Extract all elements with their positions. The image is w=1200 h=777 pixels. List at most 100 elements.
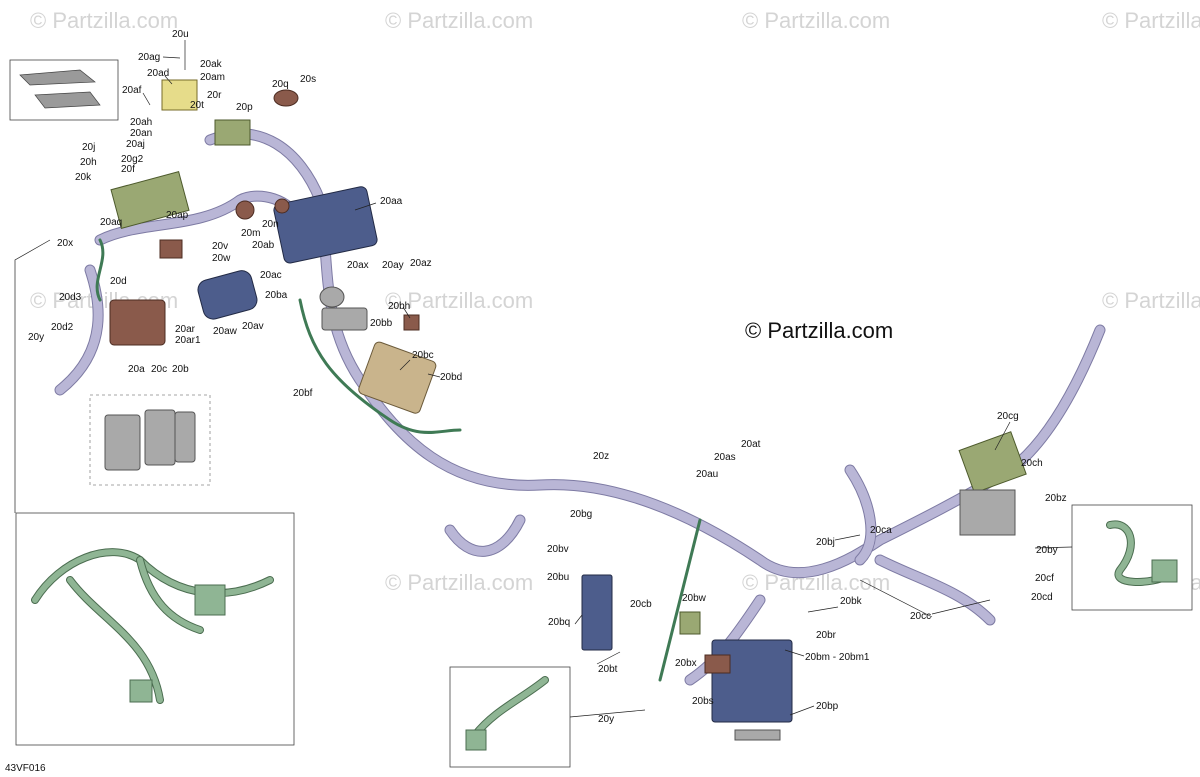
callout-20av: 20av	[242, 321, 264, 332]
callout-20bm: 20bm - 20bm1	[805, 652, 870, 663]
callout-20bu: 20bu	[547, 572, 569, 583]
callout-20ar: 20ar	[175, 324, 196, 335]
callout-20az: 20az	[410, 258, 432, 269]
callout-20bv: 20bv	[547, 544, 569, 555]
callout-20cb: 20cb	[630, 599, 652, 610]
callout-20ap: 20ap	[166, 210, 189, 221]
callout-20d2: 20d2	[51, 322, 74, 333]
callout-20bs: 20bs	[692, 696, 714, 707]
callout-20v: 20v	[212, 241, 228, 252]
watermark: © Partzilla.com	[30, 8, 178, 33]
callout-20bg: 20bg	[570, 509, 592, 520]
callout-20bw: 20bw	[682, 593, 707, 604]
callout-20b: 20b	[172, 364, 189, 375]
callout-20bd: 20bd	[440, 372, 462, 383]
callout-20au: 20au	[696, 469, 718, 480]
regulator-20cg	[958, 431, 1027, 494]
callout-20bp: 20bp	[816, 701, 839, 712]
callout-20k: 20k	[75, 172, 92, 183]
callout-20ax: 20ax	[347, 260, 369, 271]
fuse-box	[214, 119, 251, 146]
callout-20af: 20af	[122, 85, 142, 96]
insets	[9, 59, 1193, 768]
voltage-regulator	[109, 299, 166, 346]
inset-dashed	[89, 394, 211, 486]
relay-20bw	[679, 611, 701, 635]
callout-labels: 20u 20ag 20ak 20am 20ad 20af 20q 20s 20r…	[28, 29, 1067, 725]
callout-20aw: 20aw	[213, 326, 238, 337]
callout-20a: 20a	[128, 364, 145, 375]
battery	[711, 639, 793, 723]
callout-20am: 20am	[200, 72, 225, 83]
callout-20by: 20by	[1036, 545, 1058, 556]
inset-bottom-middle	[449, 666, 571, 768]
watermark: © Partzilla.com	[385, 288, 533, 313]
callout-20y: 20y	[28, 332, 44, 343]
callout-20w: 20w	[212, 253, 231, 264]
battery-pad	[734, 729, 781, 741]
callout-20f: 20f	[121, 164, 135, 175]
callout-20p: 20p	[236, 102, 253, 113]
leader-lines	[142, 40, 1011, 716]
socket-20ba	[319, 286, 345, 308]
connector-20m	[235, 200, 255, 220]
callout-20bk: 20bk	[840, 596, 863, 607]
callout-20n: 20n	[262, 219, 279, 230]
parts	[109, 79, 1027, 741]
callout-20aq: 20aq	[100, 217, 122, 228]
callout-20bj: 20bj	[816, 537, 835, 548]
callout-20ba: 20ba	[265, 290, 288, 301]
callout-20bz: 20bz	[1045, 493, 1067, 504]
callout-20bx: 20bx	[675, 658, 697, 669]
callout-20bh: 20bh	[388, 301, 410, 312]
bracket	[959, 489, 1016, 536]
callout-20s: 20s	[300, 74, 316, 85]
callout-20g2: 20g2	[121, 154, 144, 165]
callout-20ah: 20ah	[130, 117, 152, 128]
callout-20u: 20u	[172, 29, 189, 40]
watermark: © Partzilla.com	[1102, 8, 1200, 33]
watermark: © Partzilla.com	[742, 8, 890, 33]
relay-20bh	[403, 314, 420, 331]
watermark: © Partzilla.com	[385, 570, 533, 595]
callout-20j: 20j	[82, 142, 95, 153]
cover-20bx	[704, 654, 731, 674]
callout-20z: 20z	[593, 451, 609, 462]
callout-20ad: 20ad	[147, 68, 169, 79]
callout-20h: 20h	[80, 157, 97, 168]
callout-20c: 20c	[151, 364, 167, 375]
callout-20bc: 20bc	[412, 350, 434, 361]
callout-20ag: 20ag	[138, 52, 160, 63]
callout-20ch: 20ch	[1021, 458, 1043, 469]
horn	[273, 89, 299, 107]
callout-20x: 20x	[57, 238, 73, 249]
callout-20at: 20at	[741, 439, 761, 450]
callout-20ab: 20ab	[252, 240, 275, 251]
callout-20ay: 20ay	[382, 260, 404, 271]
callout-20d: 20d	[110, 276, 127, 287]
callout-20bf: 20bf	[293, 388, 313, 399]
callout-20aa: 20aa	[380, 196, 403, 207]
inset-bottom-right	[1071, 504, 1193, 611]
figure-code: 43VF016	[5, 763, 46, 774]
main-watermark: © Partzilla.com	[745, 318, 893, 343]
inset-top-left	[9, 59, 119, 121]
cover-20av	[197, 270, 258, 320]
inset-harness-detail	[15, 512, 295, 746]
bracket-20bq	[581, 574, 613, 651]
connector-20n	[274, 198, 290, 214]
callout-20an: 20an	[130, 128, 152, 139]
watermark: © Partzilla.com	[1102, 288, 1200, 313]
watermark: © Partzilla.com	[385, 8, 533, 33]
callout-20aj: 20aj	[126, 139, 145, 150]
connector-20ap	[159, 239, 183, 259]
callout-20bq: 20bq	[548, 617, 570, 628]
callout-20d3: 20d3	[59, 292, 82, 303]
callout-20as: 20as	[714, 452, 736, 463]
callout-20q: 20q	[272, 79, 289, 90]
callout-20t: 20t	[190, 100, 204, 111]
callout-20m: 20m	[241, 228, 260, 239]
callout-20r: 20r	[207, 90, 222, 101]
callout-20by-bottom: 20y	[598, 714, 614, 725]
